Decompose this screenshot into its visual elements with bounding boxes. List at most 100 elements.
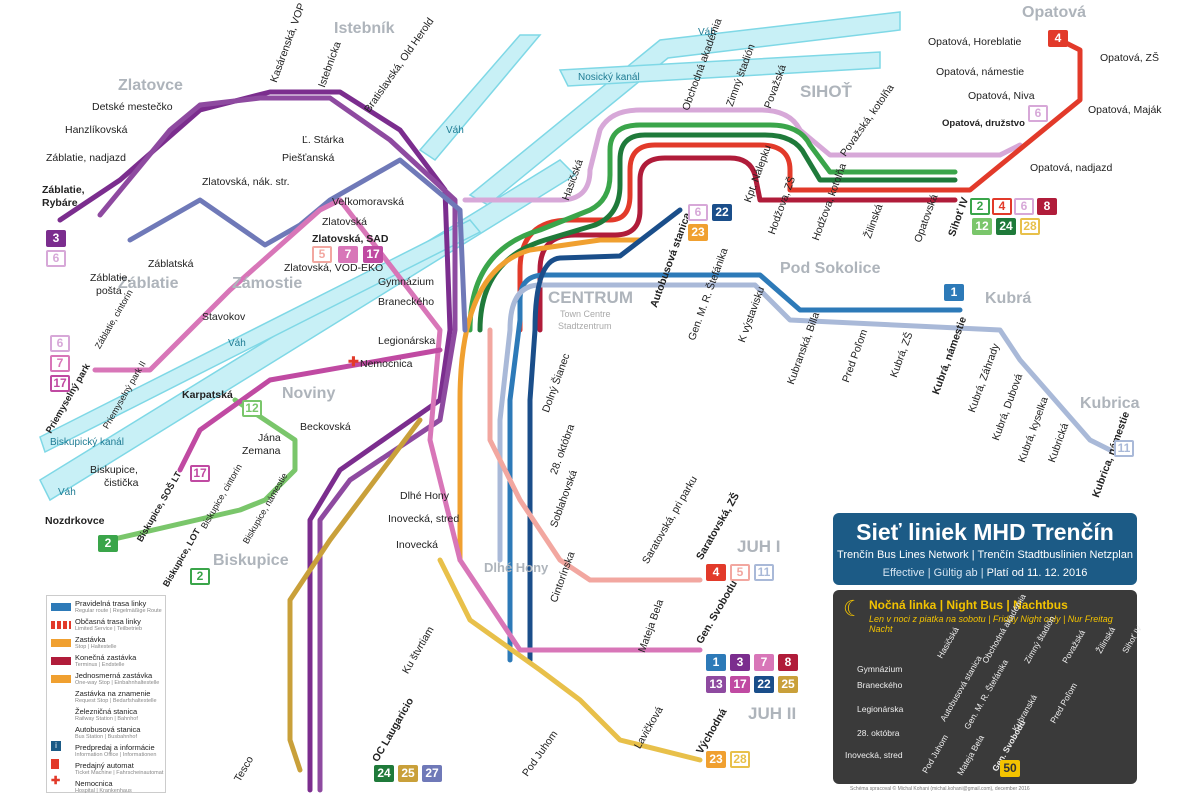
stop-zablatie-rybare-1[interactable]: Záblatie,	[42, 184, 85, 196]
district-noviny: Noviny	[282, 385, 336, 402]
badge-bisk-17: 17	[190, 465, 210, 482]
stop-opatova-horeblatie[interactable]: Opatová, Horeblatie	[928, 36, 1022, 48]
district-juh2: JUH II	[748, 704, 797, 723]
badge-sihot-4: 4	[992, 198, 1012, 215]
stop-hanzlikovska[interactable]: Hanzlíkovská	[65, 124, 128, 136]
stop-jana-zemana-2[interactable]: Zemana	[242, 445, 281, 457]
moon-icon: ☾	[843, 596, 863, 621]
badge-sihot-6: 6	[1014, 198, 1034, 215]
line-17-path	[177, 347, 443, 473]
stop-biskupice-cisticka-2[interactable]: čistička	[104, 477, 139, 489]
stop-zablatie-posta-1[interactable]: Záblatie,	[90, 272, 131, 284]
stop-velkomoravska[interactable]: Veľkomoravská	[332, 196, 404, 208]
district-dlhe-hony: Dlhé Hony	[484, 560, 549, 575]
badge-gs-25: 25	[778, 676, 798, 693]
district-biskupice: Biskupice	[213, 552, 289, 569]
badge-kubra-1: 1	[944, 284, 964, 301]
badge-as-6: 6	[688, 204, 708, 221]
stop-dlhe-hony[interactable]: Dlhé Hony	[400, 490, 450, 502]
legend-regular-symbol	[51, 603, 71, 611]
district-kubrica: Kubrica	[1080, 395, 1140, 412]
badge-oc-24: 24	[374, 765, 394, 782]
credit-text: Schéma spracoval © Michal Kohani (michal…	[850, 786, 1030, 792]
stop-zablatska[interactable]: Záblatská	[148, 258, 194, 270]
stop-opatova-majak[interactable]: Opatová, Maják	[1088, 104, 1162, 116]
line-7-path	[92, 197, 703, 653]
stop-opatova-nadjazd[interactable]: Opatová, nadjazd	[1030, 162, 1113, 174]
stop-inovecka[interactable]: Inovecká	[396, 539, 439, 551]
badge-gs-3: 3	[730, 654, 750, 671]
stop-zlatovska-sad[interactable]: Zlatovská, SAD	[312, 233, 389, 245]
badge-gs-13: 13	[706, 676, 726, 693]
legend-terminus-symbol	[51, 657, 71, 665]
district-zablatie: Záblatie	[118, 275, 179, 292]
river-label-vah-mid: Váh	[446, 125, 464, 136]
stop-jana-zemana-1[interactable]: Jána	[258, 432, 281, 444]
badge-pp-17: 17	[50, 375, 70, 392]
bus-lines	[57, 37, 1113, 793]
stop-inovecka-stred[interactable]: Inovecká, stred	[388, 513, 460, 525]
badge-gs-22: 22	[754, 676, 774, 693]
line-28-path	[437, 557, 703, 763]
district-pod-sokolice: Pod Sokolice	[780, 260, 881, 277]
badge-opat-4: 4	[1048, 30, 1068, 47]
line-6-path	[462, 107, 1023, 203]
badge-zablatie-6: 6	[46, 250, 66, 267]
district-zamostie: Zámostie	[232, 275, 303, 292]
badge-juh-5: 5	[730, 564, 750, 581]
stop-zlatovska-vod[interactable]: Zlatovská, VOD-EKO	[284, 262, 384, 274]
badge-karp-12: 12	[242, 400, 262, 417]
badge-juh-4: 4	[706, 564, 726, 581]
stop-karpatska[interactable]: Karpatská	[182, 389, 233, 401]
river-label-nosicky: Nosický kanál	[578, 72, 640, 83]
canal-nosicky	[558, 51, 881, 87]
night-stop-gymnazium: Gymnázium	[857, 664, 903, 674]
info-icon: i	[51, 741, 61, 751]
stop-zablatie-nadjazd[interactable]: Záblatie, nadjazd	[46, 152, 126, 164]
stop-zlatovska-nak[interactable]: Zlatovská, nák. str.	[202, 176, 290, 188]
district-centrum-de: Stadtzentrum	[558, 321, 612, 331]
river-label-vah-top: Váh	[698, 27, 716, 38]
stop-gymnazium[interactable]: Gymnázium	[378, 276, 435, 288]
stop-zablatie-rybare-2[interactable]: Rybáre	[42, 197, 78, 209]
stop-opatova-namestie[interactable]: Opatová, námestie	[936, 66, 1025, 78]
line-5-path	[487, 327, 703, 583]
badge-night-50: 50	[1000, 760, 1020, 777]
badge-sihot-12: 12	[972, 218, 992, 235]
district-kubra: Kubrá	[985, 290, 1032, 307]
stop-zlatovska[interactable]: Zlatovská	[322, 216, 367, 228]
canal-biskupicky	[39, 219, 482, 454]
stop-stavokov[interactable]: Stavokov	[202, 311, 246, 323]
stop-zablatie-posta-2[interactable]: pošta	[96, 285, 122, 297]
district-juh1: JUH I	[737, 537, 781, 556]
district-opatova: Opatová	[1022, 4, 1087, 21]
night-bus-panel: ☾ Nočná linka | Night Bus | Nachtbus Len…	[833, 590, 1137, 784]
stop-detske-mestecko[interactable]: Detské mestečko	[92, 101, 173, 113]
stop-biskupice-cisticka-1[interactable]: Biskupice,	[90, 464, 138, 476]
stop-nozdrkovce[interactable]: Nozdrkovce	[45, 515, 105, 527]
badge-oc-25: 25	[398, 765, 418, 782]
line-3-path	[57, 89, 453, 793]
badge-sihot-28: 28	[1020, 218, 1040, 235]
stop-l-starka[interactable]: Ľ. Stárka	[302, 134, 345, 146]
stop-braneckeho[interactable]: Braneckého	[378, 296, 435, 308]
badge-kubrica-11: 11	[1114, 440, 1134, 457]
night-stop-28-oktobra: 28. októbra	[857, 728, 900, 738]
stop-piestanska[interactable]: Piešťanská	[282, 152, 335, 164]
stop-opatova-zs[interactable]: Opatová, ZŠ	[1100, 52, 1159, 64]
effective-date: Platí od 11. 12. 2016	[986, 567, 1088, 579]
stop-legionarska[interactable]: Legionárska	[378, 335, 436, 347]
stop-nemocnica[interactable]: Nemocnica	[360, 358, 413, 370]
stop-opatova-niva[interactable]: Opatová, Niva	[968, 90, 1035, 102]
night-title: Nočná linka | Night Bus | Nachtbus	[869, 598, 1068, 612]
line-11-path	[497, 282, 1113, 563]
badge-gs-7: 7	[754, 654, 774, 671]
stop-opatova-druzstvo[interactable]: Opatová, družstvo	[942, 118, 1025, 129]
stop-beckovska[interactable]: Beckovská	[300, 421, 351, 433]
river-label-vah-bottom: Váh	[58, 487, 76, 498]
